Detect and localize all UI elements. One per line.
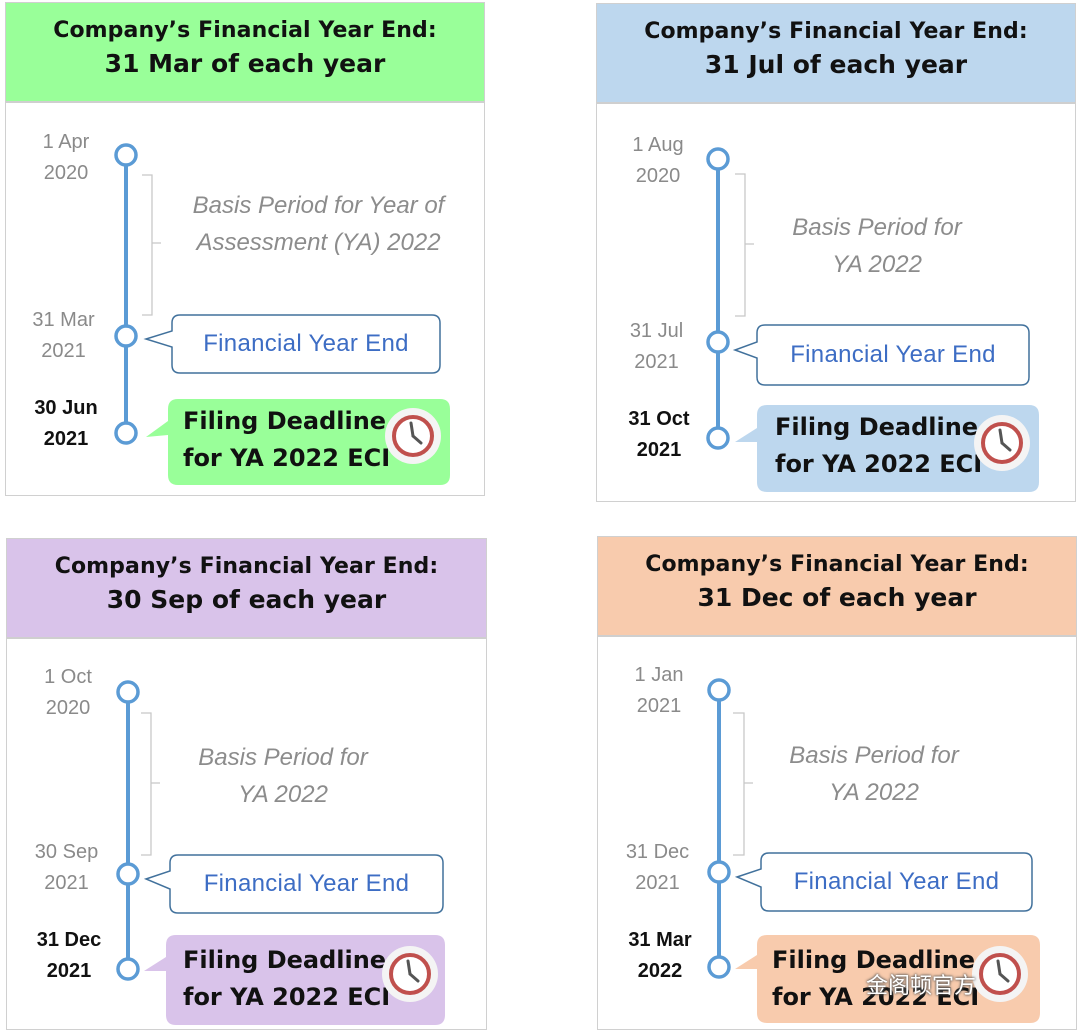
basis-bracket (733, 712, 753, 856)
basis-bracket (142, 174, 161, 316)
panel-31-jul: Company’s Financial Year End: 31 Jul of … (596, 3, 1076, 502)
clock-icon-graphic (382, 946, 438, 1002)
fye-marker (707, 860, 731, 884)
header-title: Company’s Financial Year End: (54, 554, 439, 579)
start-marker (114, 143, 138, 167)
watermark: 金阁顿官方 (866, 974, 977, 999)
panel-header: Company’s Financial Year End: 31 Jul of … (597, 4, 1075, 104)
header-year-end: 31 Jul of each year (704, 50, 968, 79)
deadline-marker (706, 426, 730, 450)
fye-callout-box (732, 324, 1030, 386)
fye-callout-box (143, 314, 441, 374)
clock-icon (971, 945, 1029, 1003)
clock-icon (384, 407, 442, 465)
panel-header: Company’s Financial Year End: 31 Mar of … (6, 3, 484, 103)
basis-bracket (141, 712, 160, 856)
fye-marker (706, 330, 730, 354)
header-year-end: 30 Sep of each year (106, 585, 387, 614)
fye-callout-text: Financial Year End (793, 868, 1000, 895)
clock-icon (973, 414, 1031, 472)
deadline-callout-box (146, 399, 450, 485)
header-title: Company’s Financial Year End: (53, 18, 437, 43)
fye-callout-text: Financial Year End (203, 870, 410, 897)
start-marker (116, 680, 140, 704)
clock-icon (381, 945, 439, 1003)
timeline (114, 143, 450, 485)
deadline-marker (114, 421, 138, 445)
clock-icon-graphic (974, 415, 1030, 471)
clock-icon-graphic (972, 946, 1028, 1002)
panel-31-mar: Company’s Financial Year End: 31 Mar of … (5, 2, 485, 496)
deadline-callout-box (735, 935, 1040, 1023)
fye-callout-box (143, 854, 444, 914)
deadline-callout-box (735, 405, 1039, 492)
timeline (707, 678, 1040, 1023)
panel-header: Company’s Financial Year End: 30 Sep of … (7, 539, 486, 639)
header-title: Company’s Financial Year End: (645, 552, 1029, 577)
fye-callout-box (734, 852, 1033, 912)
header-year-end: 31 Mar of each year (104, 49, 386, 78)
fye-callout-text: Financial Year End (790, 341, 996, 368)
fye-marker (116, 862, 140, 886)
clock-icon-graphic (385, 408, 441, 464)
timeline (706, 147, 1039, 492)
deadline-callout-box (144, 935, 445, 1025)
panel-30-sep: Company’s Financial Year End: 30 Sep of … (6, 538, 487, 1030)
deadline-marker (116, 957, 140, 981)
panel-31-dec: Company’s Financial Year End: 31 Dec of … (597, 536, 1077, 1030)
basis-bracket (735, 173, 754, 317)
header-year-end: 31 Dec of each year (697, 583, 977, 612)
header-title: Company’s Financial Year End: (644, 19, 1028, 44)
fye-marker (114, 324, 138, 348)
fye-callout-text: Financial Year End (203, 330, 409, 357)
start-marker (706, 147, 730, 171)
timeline (116, 680, 445, 1025)
deadline-marker (707, 955, 731, 979)
start-marker (707, 678, 731, 702)
panel-header: Company’s Financial Year End: 31 Dec of … (598, 537, 1076, 637)
